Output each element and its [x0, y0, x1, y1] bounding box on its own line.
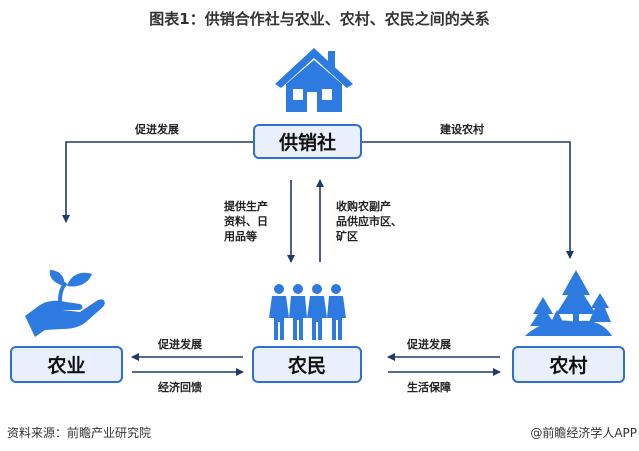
arrow-coop-to-agriculture: [62, 141, 253, 223]
arrow-coop-to-countryside: [362, 141, 574, 259]
credit-note: @前瞻经济学人APP: [530, 426, 637, 440]
countryside-trees-icon: [525, 270, 612, 336]
label-line: 品供应市区、: [336, 215, 402, 228]
node-farmers: 农民: [252, 346, 362, 383]
farmers-people-icon: [269, 284, 346, 340]
label-countryside-to-farmers: 促进发展: [407, 338, 451, 351]
node-countryside: 农村: [512, 346, 625, 383]
label-coop-to-farmers: 提供生产 资料、日 用品等: [224, 199, 268, 244]
label-farmers-to-agriculture: 促进发展: [158, 338, 202, 351]
label-coop-to-agriculture: 促进发展: [135, 123, 179, 136]
source-note: 资料来源：前瞻产业研究院: [7, 426, 152, 440]
node-coop: 供销社: [253, 124, 362, 159]
diagram-title: 图表1：供销合作社与农业、农村、农民之间的关系: [149, 10, 490, 28]
label-line: 收购农副产: [336, 200, 391, 213]
label-line: 资料、日: [224, 215, 268, 228]
label-line: 矿区: [336, 230, 358, 243]
node-agriculture: 农业: [10, 346, 123, 383]
label-coop-to-countryside: 建设农村: [440, 123, 484, 136]
label-farmers-to-coop: 收购农副产 品供应市区、 矿区: [336, 199, 402, 244]
label-farmers-to-countryside: 生活保障: [407, 381, 451, 394]
label-line: 提供生产: [224, 200, 268, 213]
label-agriculture-to-farmers: 经济回馈: [158, 381, 202, 394]
plant-hand-icon: [25, 270, 105, 337]
house-icon: [275, 48, 353, 112]
label-line: 用品等: [224, 230, 257, 243]
